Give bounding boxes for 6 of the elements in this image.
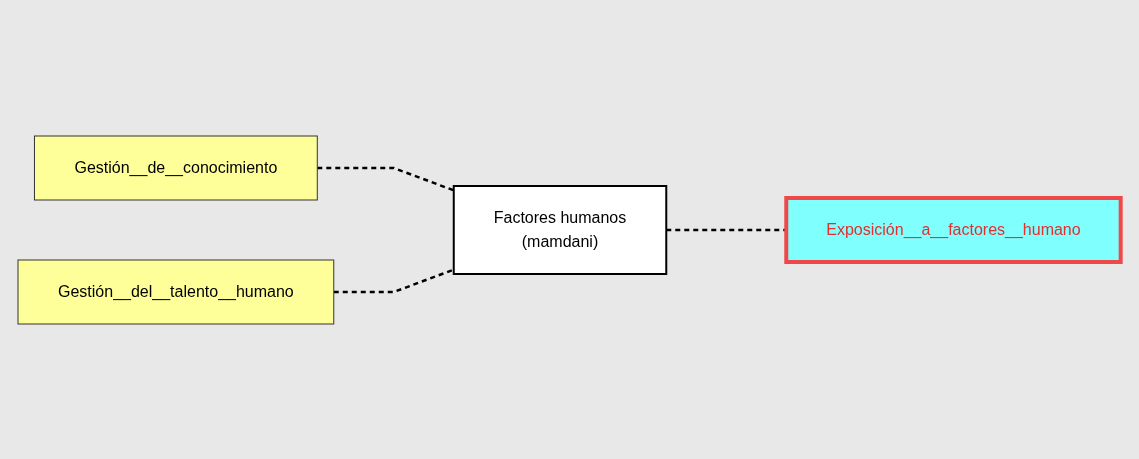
- node-box: Exposición__a__factores__humano: [784, 195, 1123, 264]
- connector: [666, 228, 787, 231]
- connector: [333, 267, 455, 293]
- node-box: Factores humanos (mamdani): [452, 184, 668, 275]
- node-box: Gestión__de__conocimiento: [34, 135, 318, 200]
- node-box: Gestión__del__talento__humano: [17, 259, 335, 324]
